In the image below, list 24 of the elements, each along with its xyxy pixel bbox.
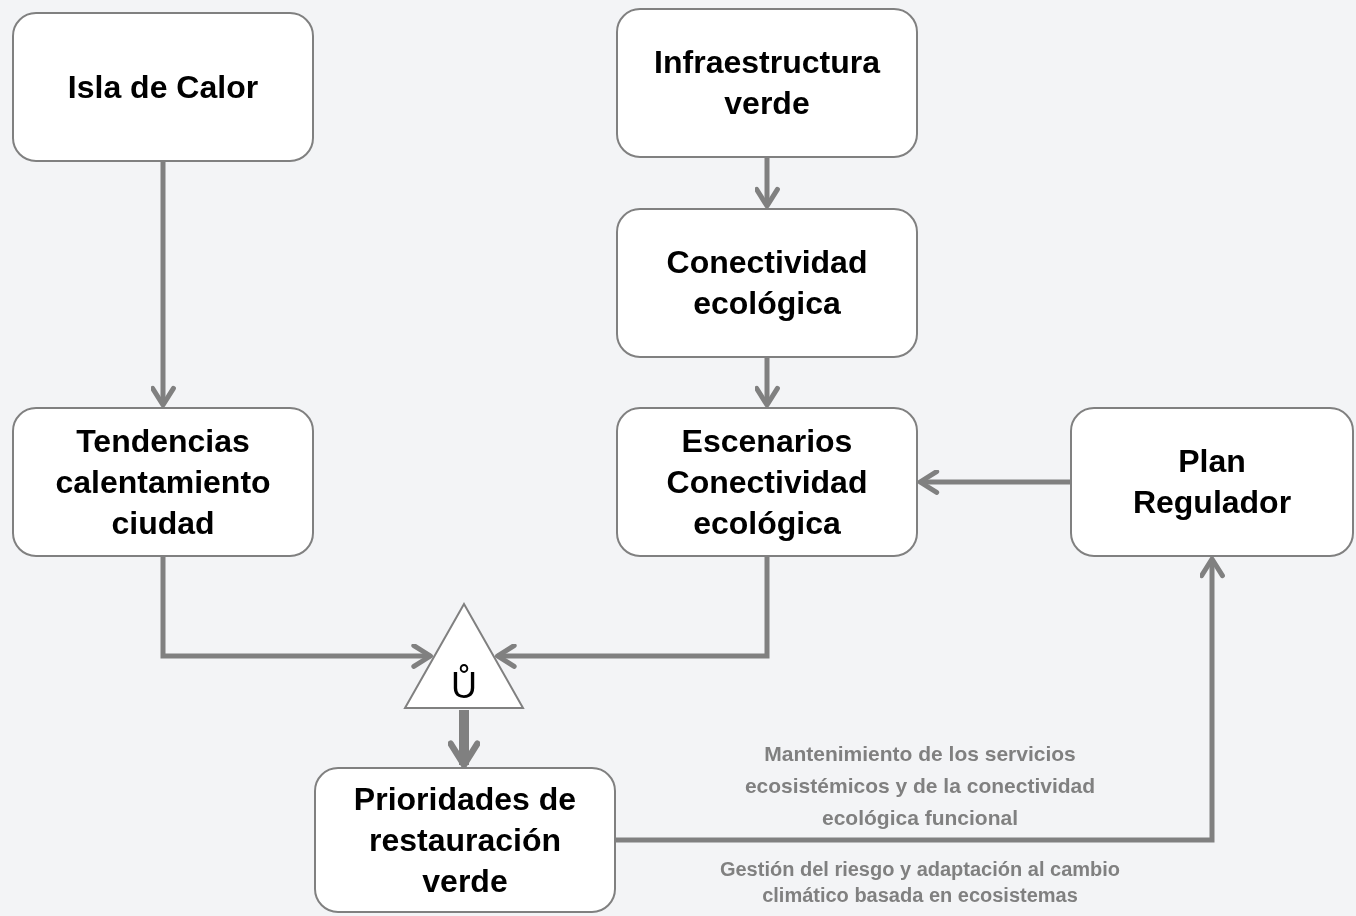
box-text: Escenarios Conectividad ecológica — [665, 421, 869, 543]
process-box — [616, 8, 918, 158]
box-text: Isla de Calor — [67, 67, 259, 107]
process-box — [12, 12, 314, 162]
arrow — [447, 710, 481, 769]
box-text: Plan Regulador — [1131, 442, 1293, 522]
arrow — [754, 358, 780, 408]
process-box — [314, 767, 616, 913]
note-text: Gestión del riesgo y adaptación al cambio climático basada en ecosistemas — [718, 857, 1122, 908]
box-text: Infraestructura verde — [653, 43, 882, 123]
arrow — [495, 557, 770, 669]
arrow — [754, 158, 780, 209]
merge-triangle: Ů — [403, 602, 525, 710]
process-box — [1070, 407, 1354, 557]
process-box — [616, 407, 918, 557]
arrow — [150, 162, 176, 408]
process-box — [616, 208, 918, 358]
box-text: Prioridades de restauración verde — [352, 779, 578, 901]
box-text: Conectividad ecológica — [665, 243, 869, 323]
arrow — [917, 469, 1070, 495]
arrow — [160, 557, 433, 669]
arrow — [616, 556, 1225, 843]
process-box — [12, 407, 314, 557]
box-text: Tendencias calentamiento ciudad — [54, 421, 272, 543]
